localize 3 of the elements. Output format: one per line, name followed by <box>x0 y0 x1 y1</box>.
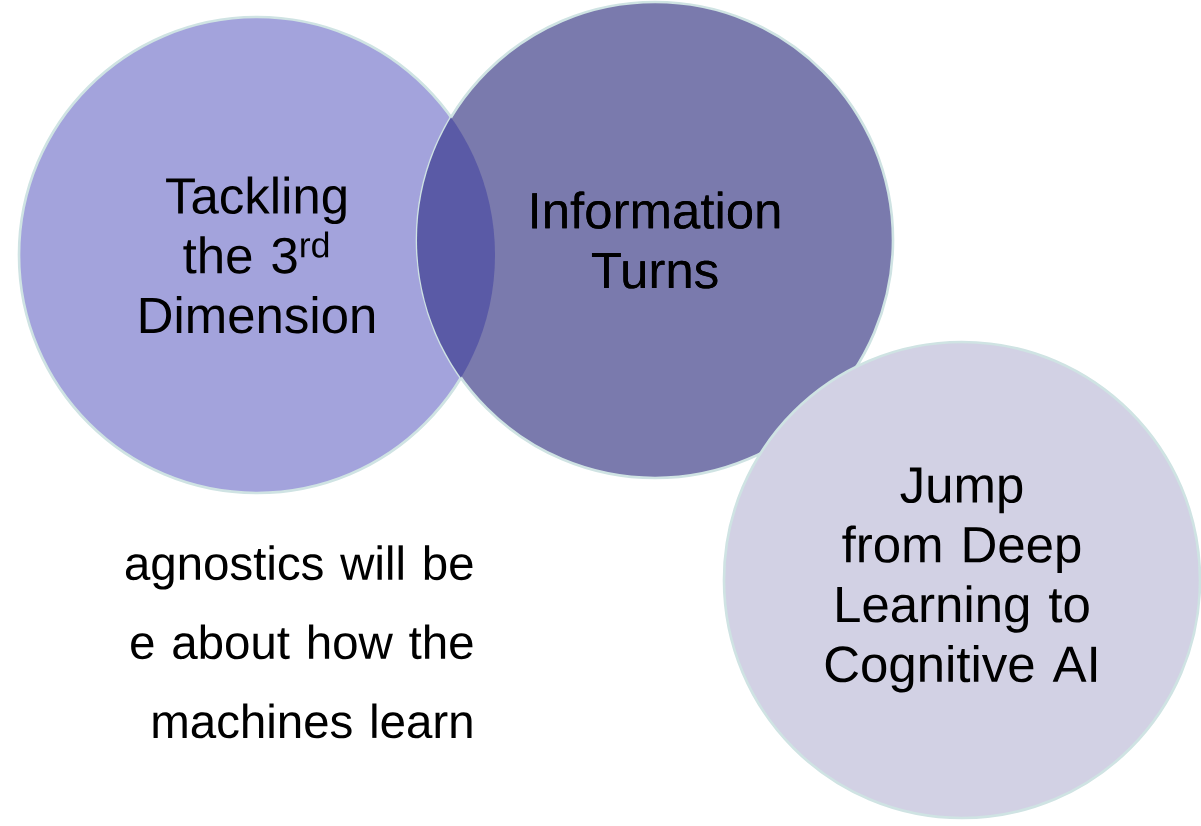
paragraph: agnostics will be e about how the machines learn <box>125 545 473 739</box>
node-label: Information Turns <box>532 191 780 289</box>
circle <box>415 0 895 480</box>
